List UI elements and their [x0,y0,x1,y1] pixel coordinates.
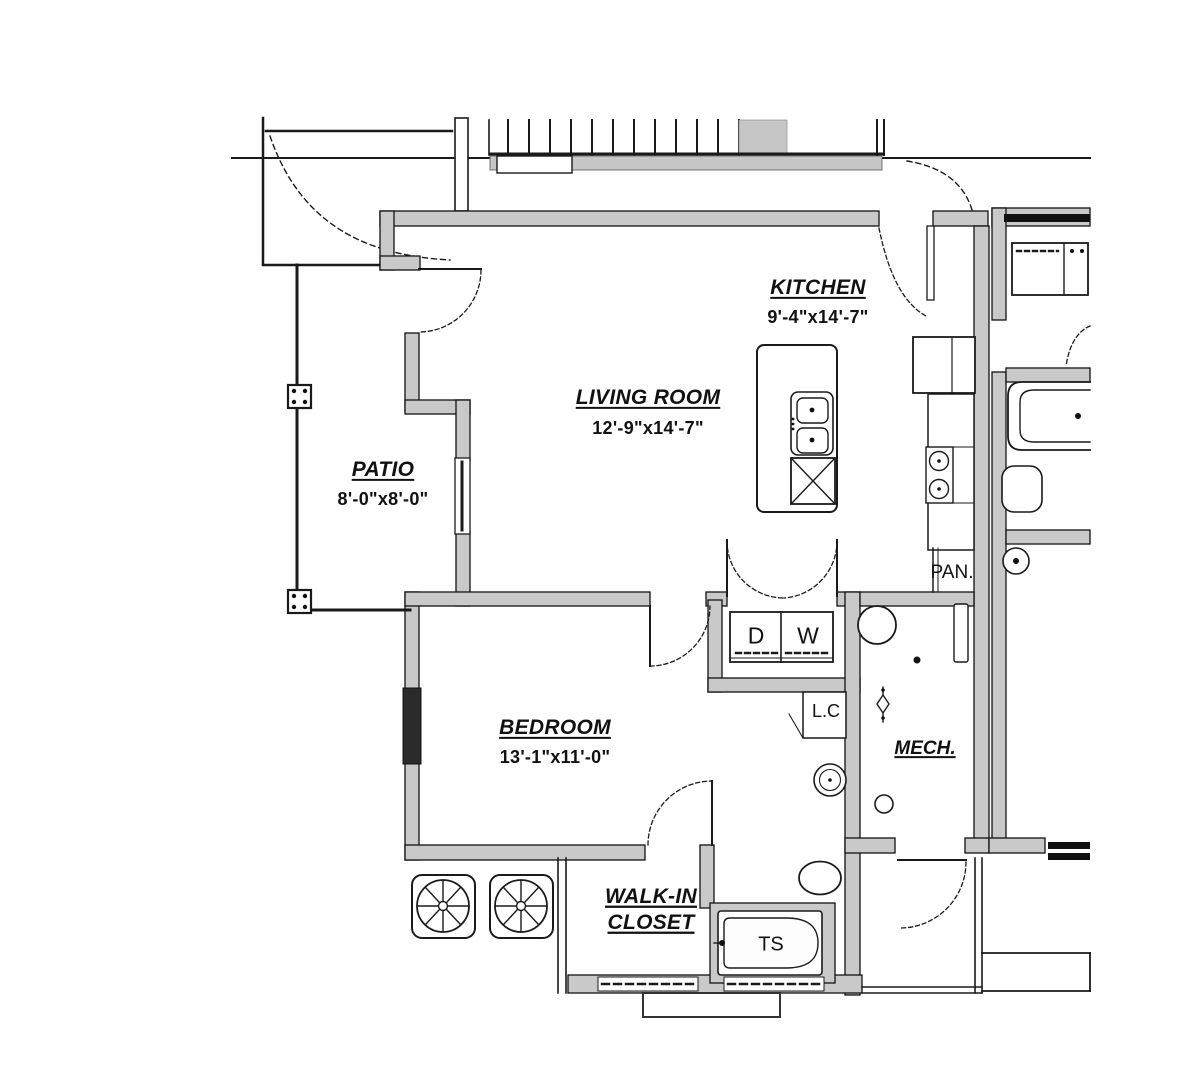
fan-units [411,874,554,939]
lavatory-sink [798,860,842,896]
kitchen-entry-door-swing-arc [878,227,927,317]
patio-dims: 8'-0"x8'-0" [337,488,429,509]
mech-fixtures [857,605,921,814]
patio-boundary [286,263,471,615]
bedroom-door-swing-arc [649,605,711,667]
pantry-label: PAN. [930,562,974,584]
neighbor-wall-stripe [1004,214,1090,222]
neighbor-door-swing-arc [1065,325,1091,367]
living-room-label: LIVING ROOM [575,385,721,409]
kitchen-label: KITCHEN [770,275,866,299]
doors [418,225,1091,929]
water-heater [857,605,897,645]
linen-closet-label: L.C [811,700,841,721]
kitchen-cabinets [912,336,976,663]
mech-duct [953,603,969,663]
patio-post [286,588,313,615]
neighbor-fixture [1001,465,1043,513]
window-bay [642,992,781,1018]
closet-walls [557,857,825,1018]
bedroom-dims: 13'-1"x11'-0" [499,746,611,767]
dryer-label: D [747,622,765,649]
stair-landing [738,119,788,156]
laundry-door-swing-arc [726,540,785,599]
neighbor-fixtures [1001,242,1091,575]
bedroom-window [402,687,422,765]
walk-in-closet-label: WALK-IN CLOSET [605,884,697,934]
tub-faucet [719,940,725,946]
laundry-door-swing-arc [783,540,838,599]
mech-hall-door-swing-arc [898,861,967,929]
corridor [231,116,1091,267]
bathroom-fixtures [709,691,847,984]
living-room-door-swing-arc [418,269,482,333]
kitchen-entry-door-leaf [926,225,935,301]
mech-label: MECH. [894,738,956,760]
floor-drain [874,794,894,814]
fan-unit-symbol [489,874,554,939]
washer-label: W [797,622,819,649]
bedroom-label: BEDROOM [499,715,611,739]
fan-unit-symbol [411,874,476,939]
unit-walls [379,207,1091,996]
patio-label: PATIO [351,457,415,481]
kitchen-island [756,344,838,513]
linen-closet-box [802,691,847,739]
bathtub [709,902,836,984]
stairs [488,119,976,224]
living-room-dims: 12'-9"x14'-7" [592,417,704,438]
valve-symbol [876,693,890,715]
bathroom-door-swing-arc [647,780,713,846]
corridor-door-swing-arc [269,135,451,261]
refrigerator [912,336,976,394]
bottom-right-structures [861,857,1091,994]
patio-post [286,383,313,410]
tub-shower-label: TS [758,933,784,956]
dishwasher-x-box [790,457,836,505]
stair-handrail [496,155,573,174]
kitchen-dims: 9'-4"x14'-7" [767,306,869,327]
laundry-appliances [729,611,834,663]
